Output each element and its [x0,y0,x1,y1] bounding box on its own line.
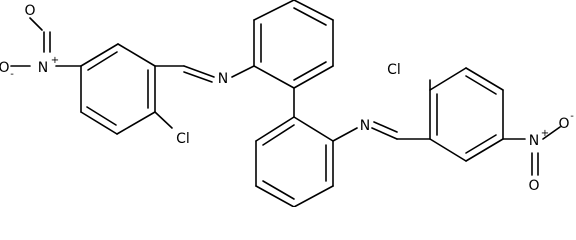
bond [373,121,398,133]
bond [255,116,295,142]
bond [80,111,118,135]
bond [87,51,118,71]
atom-label-nitrogen: N [218,71,228,87]
bond [371,127,398,140]
atom-label-nitrogen: N [38,60,48,76]
bond [116,111,156,135]
bond [542,126,561,140]
charge-label: - [10,69,14,80]
atom-label-oxygen: O [558,116,569,132]
bond [465,134,497,154]
bonds [10,0,561,207]
bond [253,0,295,21]
charge-label: - [570,111,574,122]
bond [262,180,295,200]
bond [154,111,173,129]
charge-label: + [51,55,59,66]
atom-label-oxygen: O [24,3,35,19]
charge-label: + [541,128,549,139]
bond [183,65,215,78]
bond [253,65,295,89]
bond [293,116,334,142]
atom-label-nitrogen: N [529,133,539,149]
bond [80,43,119,67]
bond [293,61,327,81]
atom-label-oxygen: O [0,60,10,76]
atom-labels: O O - N + Cl N N Cl N + O - O [0,3,574,194]
bond [255,185,295,207]
bond [465,138,504,162]
bond [262,124,295,146]
bond [465,67,504,91]
atom-label-chlorine: Cl [176,131,190,147]
atom-label-oxygen: O [528,178,539,194]
bond [293,185,334,207]
bond [465,75,497,95]
bond [231,65,255,78]
bond [293,65,334,89]
bond [86,106,117,126]
bond [183,71,213,83]
chemical-structure: O O - N + Cl N N Cl N + O - O [0,0,574,207]
bond [117,43,156,67]
bond [293,7,327,26]
bond [429,67,467,91]
atom-label-chlorine: Cl [387,62,401,78]
bond [332,127,358,142]
bond [29,17,43,31]
atom-label-nitrogen: N [360,118,370,134]
bond [429,138,467,162]
bond [293,0,334,21]
